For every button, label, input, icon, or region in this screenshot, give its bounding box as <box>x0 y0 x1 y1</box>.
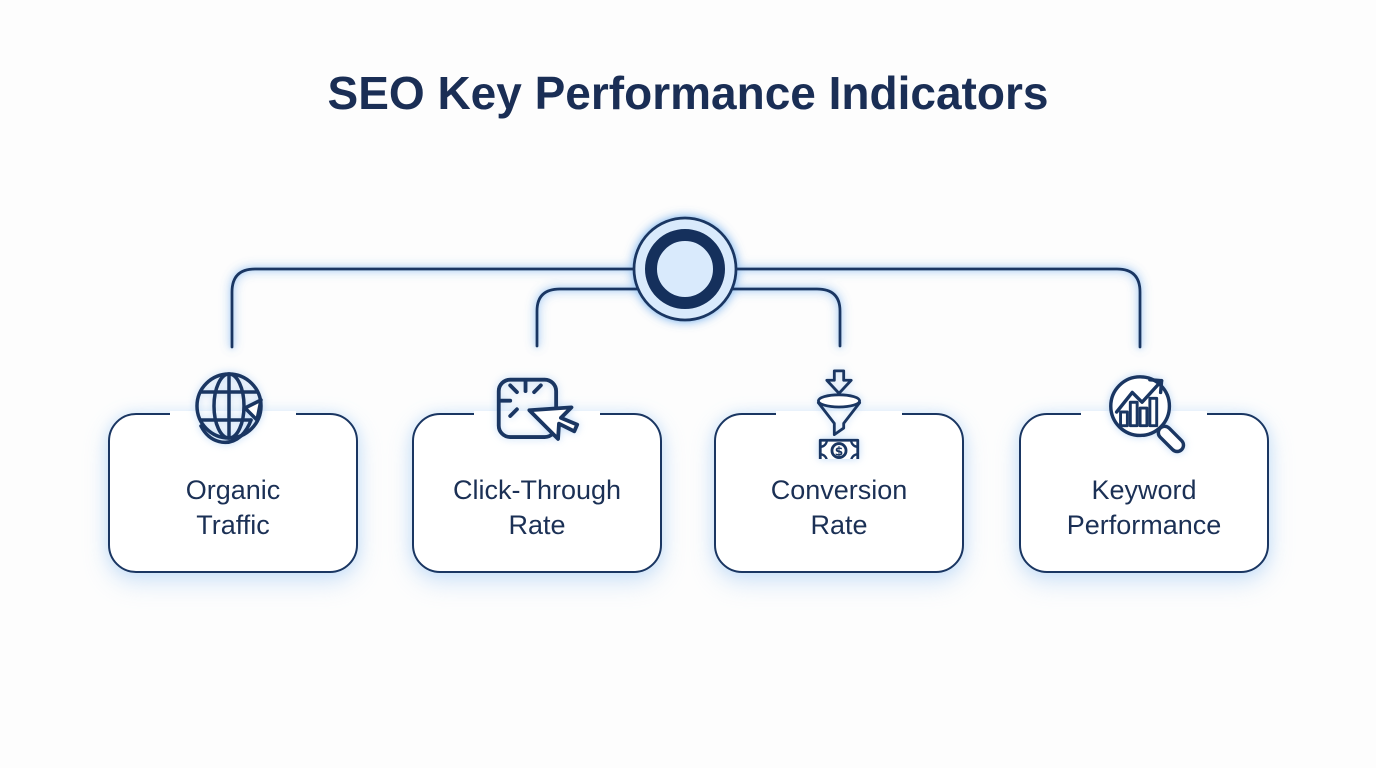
magnifier-bar-chart-icon <box>1101 369 1187 455</box>
funnel-dollar-icon: $ <box>809 369 869 463</box>
connector-inner-right <box>682 287 842 348</box>
root-node-circle <box>632 216 738 322</box>
svg-text:$: $ <box>835 444 843 458</box>
connector-inner-left <box>535 287 688 348</box>
kpi-label: Organic Traffic <box>185 475 281 540</box>
kpi-card-conversion-rate: $ Conversion Rate <box>714 369 964 573</box>
cursor-click-icon <box>493 372 581 460</box>
kpi-label: Click-Through Rate <box>452 475 622 540</box>
page-title: SEO Key Performance Indicators <box>327 67 1049 119</box>
border-gap <box>170 411 296 421</box>
globe-growth-arrow-icon <box>191 370 275 454</box>
kpi-label: Keyword Performance <box>1066 475 1222 540</box>
kpi-card-keyword-performance: Keyword Performance <box>1019 375 1269 573</box>
kpi-label: Conversion Rate <box>770 475 908 540</box>
border-gap <box>776 411 902 421</box>
kpi-card-organic-traffic: Organic Traffic <box>108 372 358 573</box>
kpi-card-click-through-rate: Click-Through Rate <box>412 377 662 573</box>
